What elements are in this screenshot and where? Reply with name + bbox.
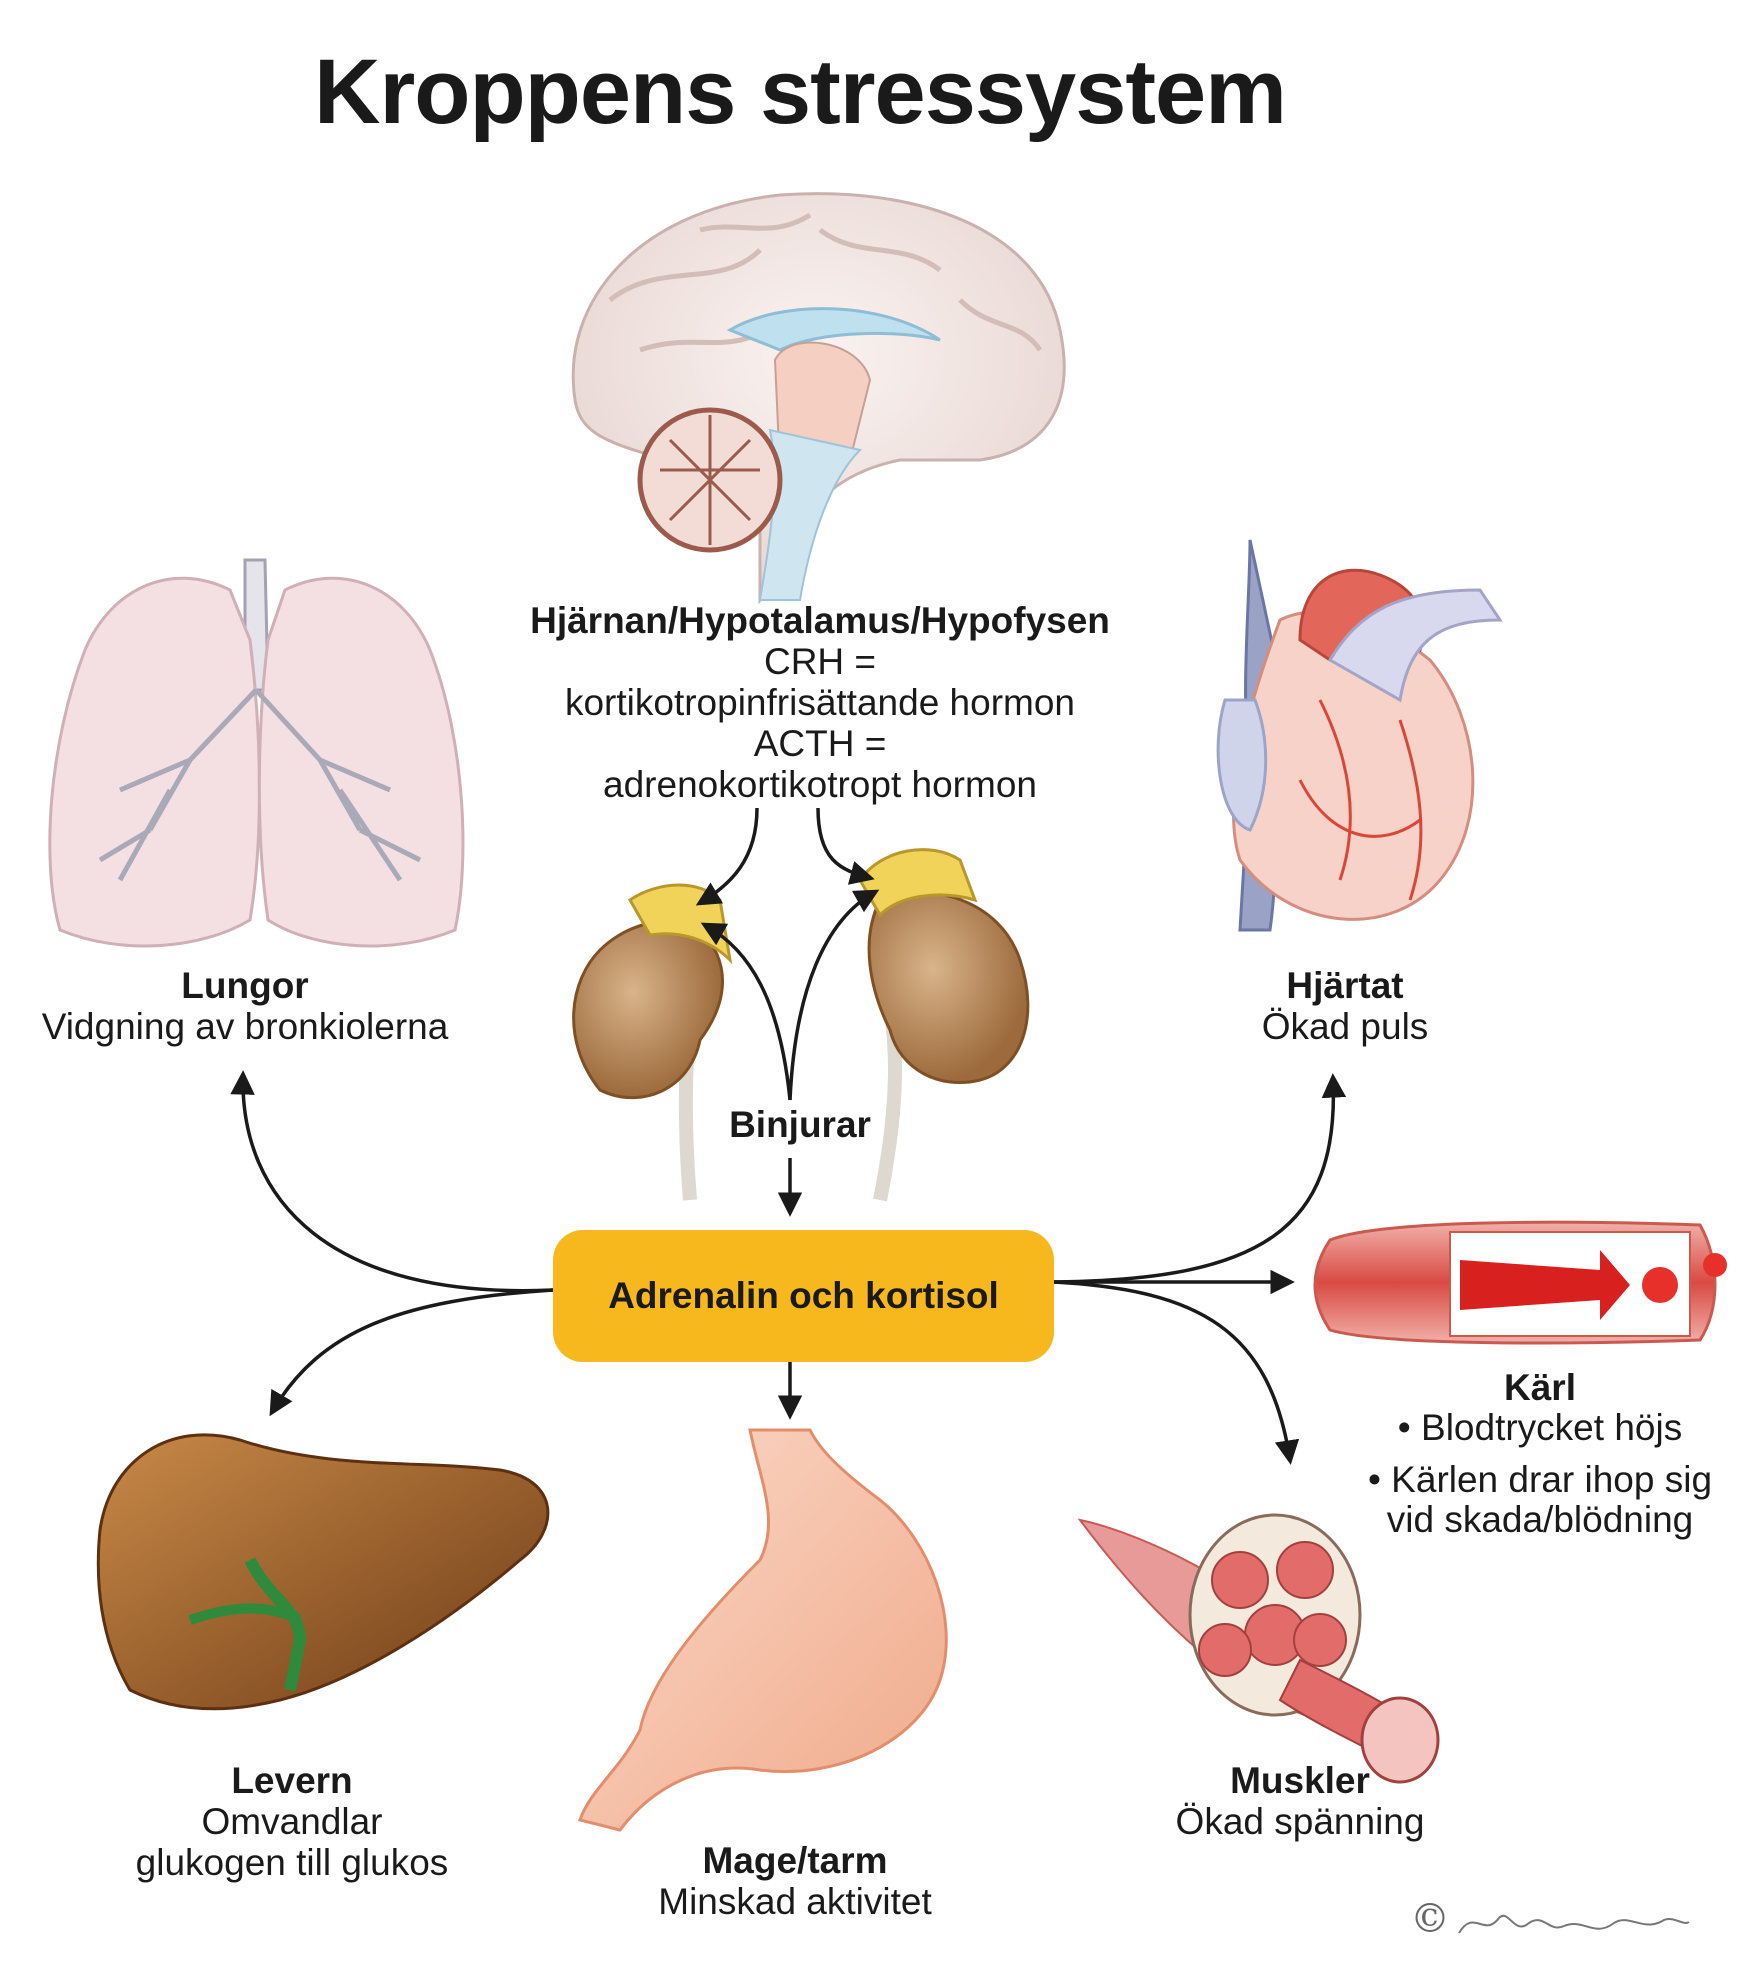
heart-illustration: [1216, 539, 1503, 932]
muscles-label: Muskler Ökad spänning: [1120, 1760, 1480, 1842]
liver-title: Levern: [231, 1760, 353, 1801]
vessel-illustration: [1313, 1220, 1727, 1345]
brain-title: Hjärnan/Hypotalamus/Hypofysen: [530, 600, 1110, 641]
arrow-left-adrenal-loop: [700, 922, 792, 1101]
adrenals-label: Binjurar: [729, 1104, 871, 1145]
liver-label: Levern Omvandlar glukogen till glukos: [92, 1760, 492, 1883]
hormone-hub: Adrenalin och kortisol: [553, 1230, 1054, 1362]
muscles-title: Muskler: [1230, 1760, 1370, 1801]
signature-scribble: [1458, 1914, 1690, 1934]
brain-line-1: CRH =: [763, 641, 877, 682]
lungs-title: Lungor: [181, 965, 309, 1006]
liver-desc-2: glukogen till glukos: [135, 1842, 449, 1883]
vessels-bullet-2a: • Kärlen drar ihop sig: [1367, 1459, 1713, 1500]
liver-illustration: [96, 1433, 550, 1711]
arrow-brain-to-left-adrenal: [695, 807, 759, 906]
arrow-hub-to-liver: [269, 1288, 554, 1417]
brain-line-3: ACTH =: [753, 723, 887, 764]
muscles-desc: Ökad spänning: [1175, 1801, 1425, 1842]
vessels-bullet-1: • Blodtrycket höjs: [1397, 1407, 1683, 1448]
lungs-label: Lungor Vidgning av bronkiolerna: [0, 965, 490, 1047]
lungs-desc: Vidgning av bronkiolerna: [41, 1006, 449, 1047]
brain-line-2: kortikotropinfrisättande hormon: [564, 682, 1076, 723]
artist-signature: ©: [1410, 1896, 1710, 1946]
muscle-illustration: [1077, 1513, 1440, 1784]
adrenals-illustration: [572, 848, 1030, 1202]
hub-label: Adrenalin och kortisol: [608, 1275, 999, 1316]
brain-label: Hjärnan/Hypotalamus/Hypofysen CRH = kort…: [440, 600, 1200, 805]
arrow-hub-to-heart: [1053, 1073, 1347, 1284]
copyright-symbol: ©: [1410, 1896, 1450, 1942]
heart-desc: Ökad puls: [1261, 1006, 1429, 1047]
vessels-title: Kärl: [1504, 1367, 1576, 1408]
page-title: Kroppens stressystem: [314, 41, 1287, 143]
arrow-right-adrenal-loop: [788, 889, 880, 1101]
vessels-label: Kärl • Blodtrycket höjs • Kärlen drar ih…: [1320, 1368, 1760, 1540]
vessels-bullet-2b: vid skada/blödning: [1386, 1499, 1694, 1540]
arrow-hub-to-muscle: [1053, 1280, 1300, 1465]
arrow-hub-to-lungs: [230, 1070, 554, 1293]
heart-title: Hjärtat: [1286, 965, 1404, 1006]
brain-line-4: adrenokortikotropt hormon: [603, 764, 1037, 805]
heart-label: Hjärtat Ökad puls: [1180, 965, 1510, 1047]
brain-illustration: [571, 192, 1066, 605]
stomach-illustration: [578, 1428, 948, 1832]
stomach-label: Mage/tarm Minskad aktivitet: [600, 1840, 990, 1922]
flow-arrows: [230, 807, 1347, 1465]
arrow-brain-to-right-adrenal: [816, 807, 875, 885]
lungs-illustration: [48, 558, 465, 948]
stomach-desc: Minskad aktivitet: [658, 1881, 932, 1922]
stomach-title: Mage/tarm: [702, 1840, 888, 1881]
liver-desc-1: Omvandlar: [201, 1801, 383, 1842]
